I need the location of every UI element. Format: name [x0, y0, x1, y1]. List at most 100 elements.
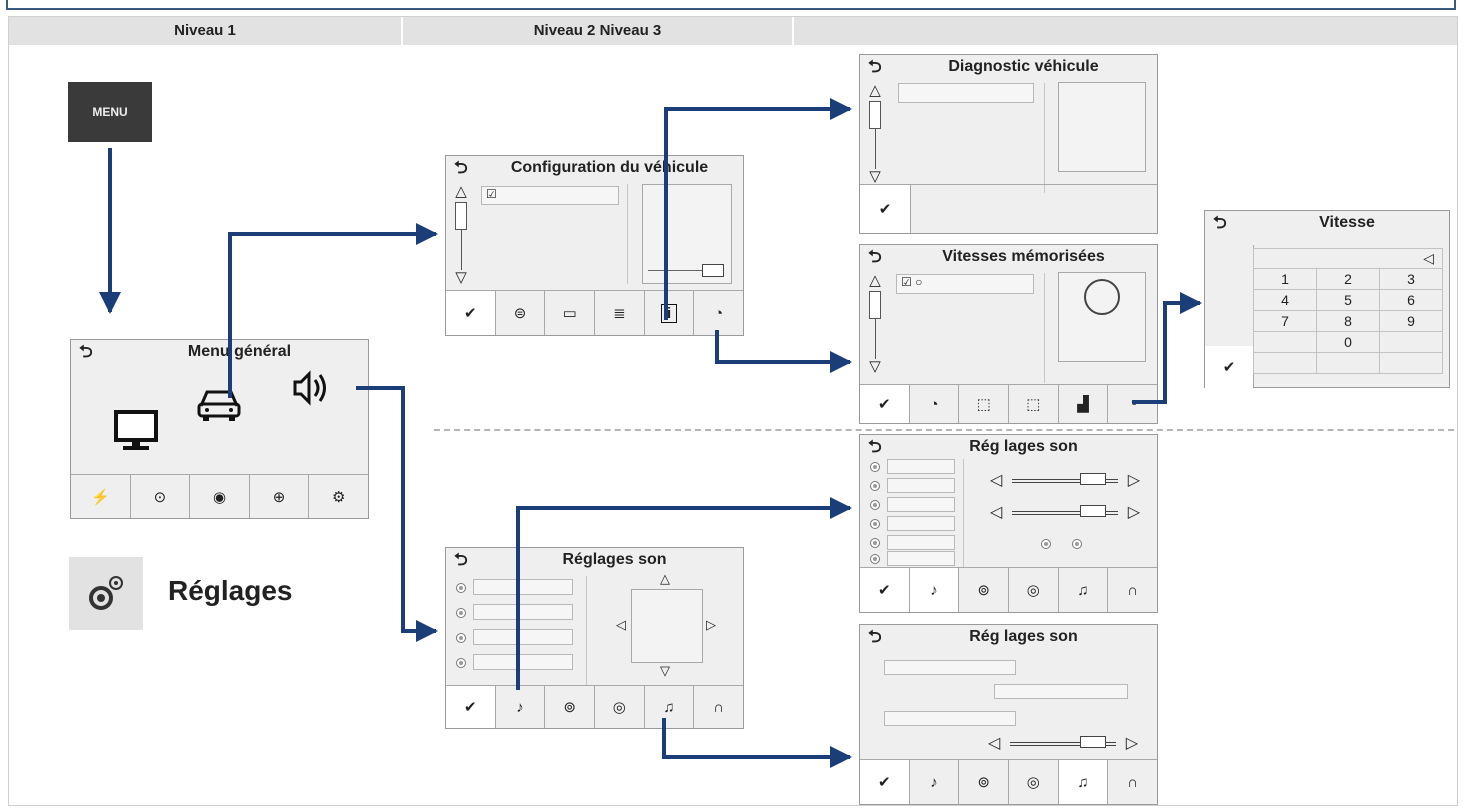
speed-field[interactable]: ☑ ○ — [896, 274, 1034, 294]
info-icon[interactable]: i — [643, 291, 694, 335]
music-icon[interactable]: ♫ — [643, 686, 694, 728]
up-arrow-icon[interactable]: △ — [660, 571, 670, 586]
back-icon[interactable]: ⮌ — [1213, 213, 1227, 232]
setting-field[interactable] — [884, 711, 1016, 726]
radio-dot[interactable] — [870, 519, 880, 529]
setting-field[interactable] — [884, 660, 1016, 675]
setting-field[interactable] — [887, 516, 955, 531]
settings-icon[interactable]: ⚙ — [308, 475, 368, 518]
option-dot[interactable] — [1041, 539, 1051, 549]
headphones-icon[interactable]: ∩ — [693, 686, 743, 728]
slider[interactable]: ◁▷ — [988, 735, 1138, 752]
back-icon[interactable]: ⮌ — [454, 550, 468, 569]
down-arrow-icon[interactable]: ▽ — [660, 663, 670, 678]
right-arrow-icon[interactable]: ▷ — [706, 617, 716, 632]
position-icon[interactable]: ⊚ — [958, 760, 1008, 804]
factory-icon[interactable]: ▟ — [1057, 385, 1108, 423]
radio-dot[interactable] — [456, 608, 466, 618]
back-icon[interactable]: ⮌ — [868, 247, 882, 266]
empty-tab — [910, 185, 1157, 233]
back-icon[interactable]: ⮌ — [868, 627, 882, 646]
slider-1[interactable]: ◁▷ — [990, 472, 1140, 489]
setting-field-3[interactable] — [473, 629, 573, 645]
divider — [627, 184, 628, 284]
connected-apps-icon[interactable]: ⊕ — [248, 475, 309, 518]
speedometer-icon[interactable]: ◔ — [693, 291, 743, 335]
radio-dot[interactable] — [456, 633, 466, 643]
back-icon[interactable]: ⮌ — [454, 158, 468, 177]
back-icon[interactable]: ⮌ — [79, 342, 93, 361]
screen-title: Diagnostic véhicule — [948, 58, 1099, 75]
headphones-icon[interactable]: ∩ — [1107, 568, 1157, 612]
screen-title: Vitesse — [1319, 214, 1375, 231]
checkbox-field[interactable]: ☑ — [481, 186, 619, 205]
diagram-frame — [8, 16, 1458, 806]
confirm-button[interactable]: ✔ — [1205, 346, 1253, 388]
sound-wave-icon[interactable]: ◎ — [1008, 568, 1058, 612]
scrollbar[interactable]: △▽ — [869, 272, 881, 375]
header-empty — [793, 17, 1457, 45]
left-arrow-icon[interactable]: ◁ — [616, 617, 626, 632]
radio-dot[interactable] — [870, 500, 880, 510]
music-icon[interactable]: ♫ — [1057, 568, 1108, 612]
radio-dot[interactable] — [456, 583, 466, 593]
menu-button[interactable]: MENU — [68, 82, 152, 142]
confirm-button[interactable]: ✔ — [860, 760, 909, 804]
radio-dot[interactable] — [870, 481, 880, 491]
monitor-icon[interactable] — [113, 408, 159, 454]
speaker-icon[interactable] — [289, 368, 337, 408]
radio-dot[interactable] — [870, 554, 880, 564]
setting-field[interactable] — [887, 535, 955, 550]
sound-wave-icon[interactable]: ◎ — [1008, 760, 1058, 804]
back-icon[interactable]: ⮌ — [868, 437, 882, 456]
bluetooth-phone-icon[interactable]: ⚡ — [71, 475, 130, 518]
headlight-icon[interactable]: ≣ — [594, 291, 644, 335]
sound-wave-icon[interactable]: ◎ — [594, 686, 644, 728]
confirm-button[interactable]: ✔ — [860, 568, 909, 612]
confirm-button[interactable]: ✔ — [860, 185, 910, 233]
confirm-button[interactable]: ✔ — [446, 291, 495, 335]
diagnostic-field[interactable] — [898, 83, 1034, 103]
speed-limit-icon[interactable]: ◔ — [908, 385, 959, 423]
radio-dot[interactable] — [456, 658, 466, 668]
ambiance-icon[interactable]: ♪ — [908, 568, 959, 612]
music-icon[interactable]: ♫ — [1057, 760, 1108, 804]
option-dot[interactable] — [1072, 539, 1082, 549]
window-icon[interactable]: ⬚ — [958, 385, 1008, 423]
setting-field[interactable] — [887, 551, 955, 566]
menu-general-tabbar: ⚡ ⊙ ◉ ⊕ ⚙ — [71, 474, 368, 518]
window-close-icon[interactable]: ⬚ — [1008, 385, 1058, 423]
balance-area[interactable] — [631, 589, 703, 663]
radio-dot[interactable] — [870, 462, 880, 472]
back-icon[interactable]: ⮌ — [868, 57, 882, 76]
confirm-button[interactable]: ✔ — [446, 686, 495, 728]
battery-icon[interactable]: ▭ — [544, 291, 594, 335]
ambiance-icon[interactable]: ♪ — [494, 686, 545, 728]
position-icon[interactable]: ⊚ — [958, 568, 1008, 612]
screen-diagnostic: ⮌ Diagnostic véhicule △▽ ✔ — [859, 54, 1158, 234]
setting-field[interactable] — [994, 684, 1128, 699]
setting-field[interactable] — [887, 478, 955, 493]
scrollbar[interactable]: △▽ — [455, 183, 467, 286]
setting-field-4[interactable] — [473, 654, 573, 670]
position-icon[interactable]: ⊚ — [544, 686, 594, 728]
radio-icon[interactable]: ◉ — [189, 475, 249, 518]
ambiance-icon[interactable]: ♪ — [908, 760, 959, 804]
headphones-icon[interactable]: ∩ — [1107, 760, 1157, 804]
scrollbar[interactable]: △▽ — [869, 82, 881, 185]
confirm-button[interactable]: ✔ — [860, 385, 909, 423]
setting-field-1[interactable] — [473, 579, 573, 595]
arrow-speed-to-vitesses — [715, 330, 852, 373]
divider — [1044, 83, 1045, 193]
setting-field-2[interactable] — [473, 604, 573, 620]
setting-field[interactable] — [887, 497, 955, 512]
radio-dot[interactable] — [870, 538, 880, 548]
slider-knob[interactable] — [702, 264, 724, 277]
steering-wheel-icon[interactable]: ⊜ — [494, 291, 545, 335]
slider-2[interactable]: ◁▷ — [990, 504, 1140, 521]
car-icon[interactable] — [195, 384, 243, 424]
setting-field[interactable] — [887, 459, 955, 474]
musique-tabbar: ✔ ♪ ⊚ ◎ ♫ ∩ — [860, 759, 1157, 804]
navigation-icon[interactable]: ⊙ — [129, 475, 190, 518]
